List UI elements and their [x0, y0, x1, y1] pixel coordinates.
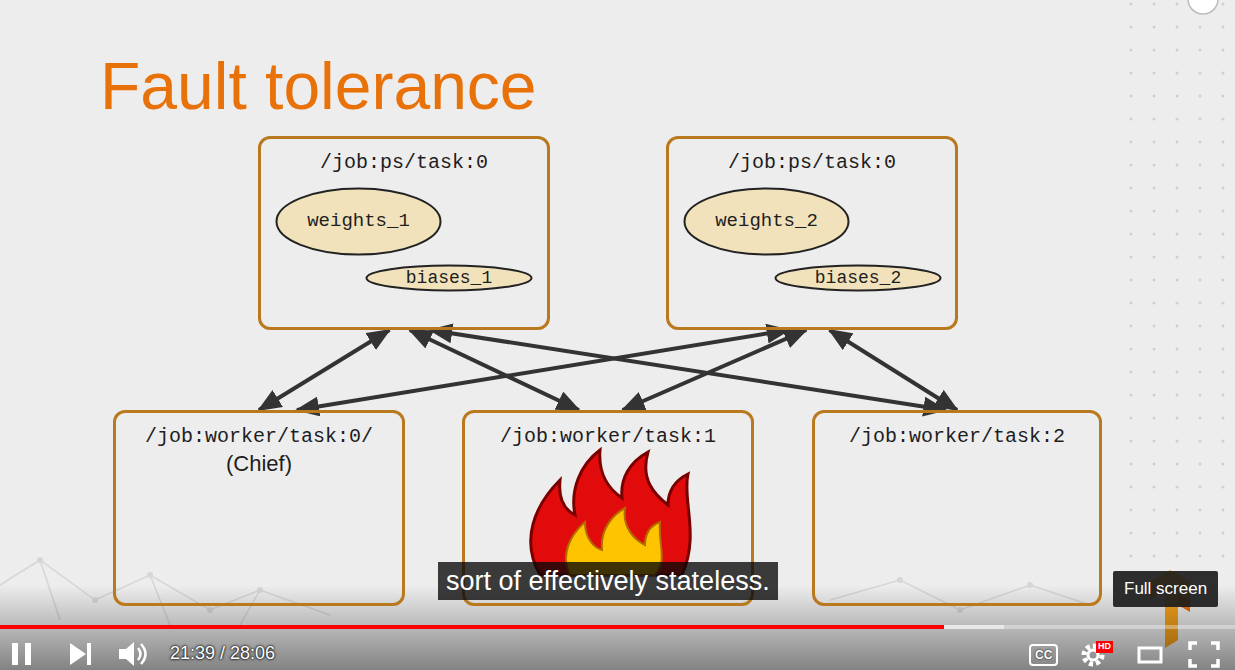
task-name: /job:ps/task:0	[320, 150, 488, 175]
theater-icon	[1139, 648, 1161, 662]
tooltip: Full screen	[1113, 571, 1218, 607]
next-icon	[70, 643, 91, 665]
task-box: /job:worker/task:0/(Chief)	[113, 410, 405, 606]
variable-ellipse: biases_1	[365, 264, 533, 292]
ellipse-shape	[776, 266, 941, 291]
pause-icon	[12, 643, 31, 665]
flame-outer	[531, 450, 691, 575]
arrow-connector	[830, 330, 957, 410]
task-name: /job:worker/task:0/	[145, 424, 373, 449]
progress-buffer	[944, 625, 1004, 629]
dot-grid	[1110, 0, 1235, 560]
progress-track	[0, 625, 1235, 629]
variable-name: biases_2	[815, 269, 901, 287]
time-display: 21:39 / 28:06	[170, 643, 275, 664]
task-box: /job:ps/task:0 weights_1 biases_1	[258, 136, 550, 330]
fullscreen-icon	[1190, 643, 1218, 666]
task-box: /job:ps/task:0 weights_2 biases_2	[666, 136, 958, 330]
task-name: /job:ps/task:0	[728, 150, 896, 175]
subtitle: sort of effectively stateless.	[438, 562, 778, 600]
variable-ellipse: weights_1	[275, 187, 442, 256]
arrow-connector	[410, 330, 579, 410]
variable-name: biases_1	[406, 269, 492, 287]
volume-icon	[119, 642, 146, 666]
slide-title: Fault tolerance	[100, 48, 537, 124]
ellipse-shape	[277, 189, 441, 255]
task-name: /job:worker/task:2	[849, 424, 1065, 449]
info-icon	[1188, 0, 1218, 14]
variable-ellipse: biases_2	[774, 264, 942, 292]
variable-name: weights_2	[715, 212, 818, 231]
ellipse-shape	[685, 189, 849, 255]
variable-ellipse: weights_2	[683, 187, 850, 256]
task-name: /job:worker/task:1	[500, 424, 716, 449]
arrow-connector	[623, 330, 807, 410]
fire-illustration	[531, 450, 691, 575]
hd-badge: HD	[1096, 641, 1113, 653]
ellipse-shape	[367, 266, 532, 291]
task-box: /job:worker/task:2	[812, 410, 1102, 606]
cc-badge: CC	[1029, 644, 1058, 666]
progress-played	[0, 625, 944, 629]
arrow-connector	[430, 330, 945, 410]
variable-name: weights_1	[307, 212, 410, 231]
task-role: (Chief)	[226, 451, 292, 477]
